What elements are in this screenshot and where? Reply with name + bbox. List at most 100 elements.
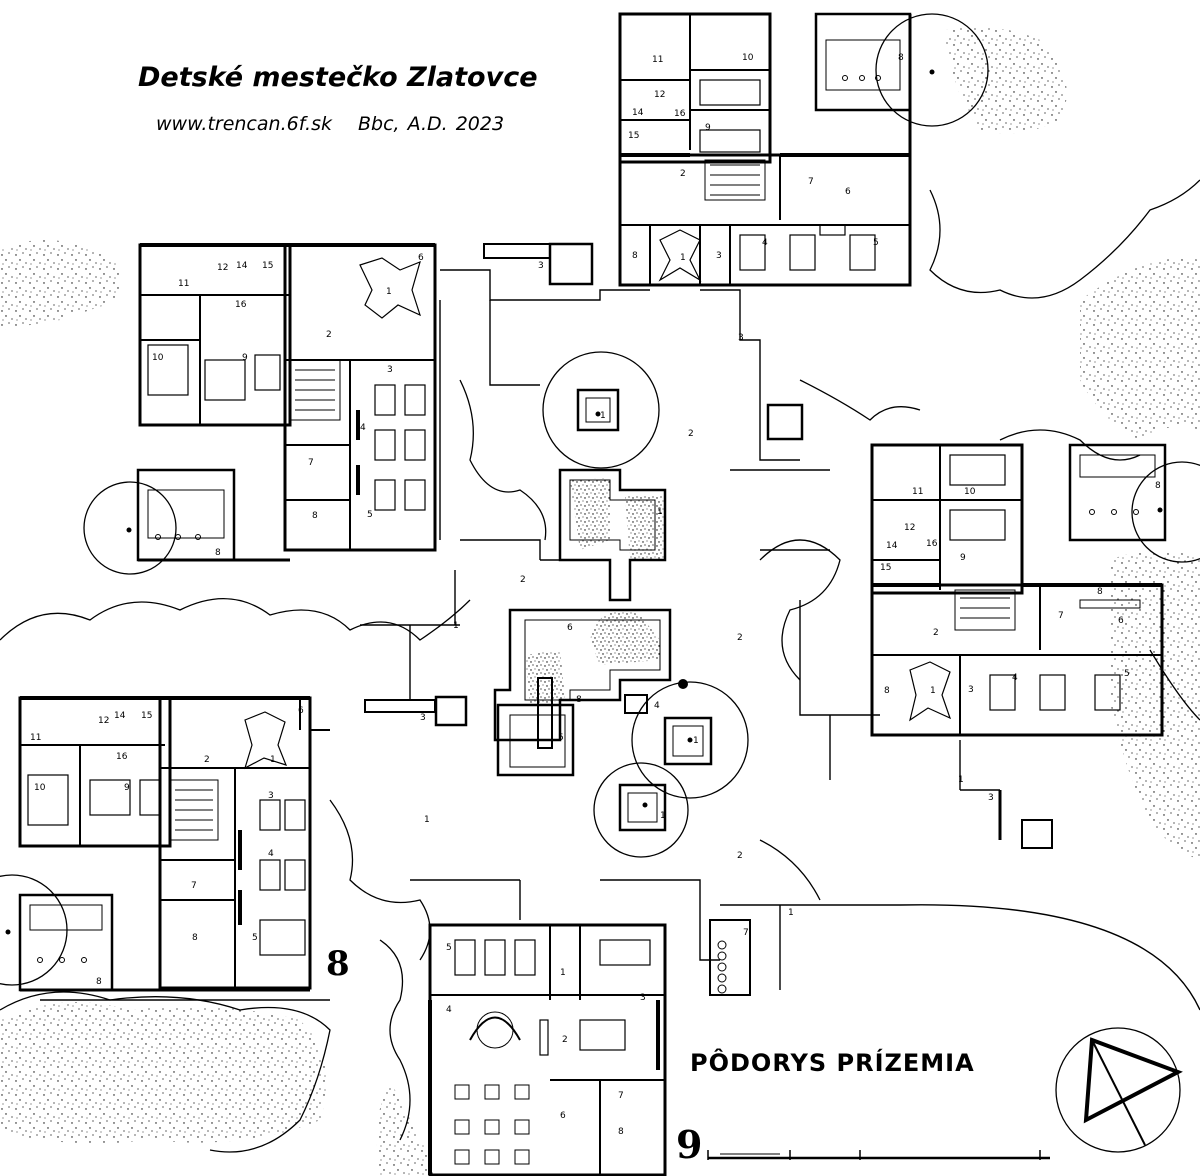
building-bottom-left [18, 696, 330, 1001]
room-number: 7 [808, 177, 814, 187]
lamp-marker [5, 929, 11, 935]
room-number: 7 [618, 1091, 624, 1101]
room-number: 16 [116, 752, 128, 762]
room-number: 3 [387, 365, 393, 375]
scale-bar-icon [707, 1150, 1050, 1160]
room-number: 8 [576, 695, 582, 705]
room-number: 8 [96, 977, 102, 987]
room-number: 3 [716, 251, 722, 261]
room-labels: 1 2 3 4 5 6 7 8 9 10 11 12 14 15 16 8 3 … [30, 53, 1161, 1137]
room-number: 2 [933, 628, 939, 638]
room-number: 2 [326, 330, 332, 340]
room-number: 4 [1012, 673, 1018, 683]
room-number: 1 [560, 968, 566, 978]
room-number: 14 [114, 711, 126, 721]
room-number: 1 [600, 411, 606, 421]
building-top-left [136, 243, 437, 562]
tree-outline [0, 179, 1200, 1153]
room-number: 8 [192, 933, 198, 943]
room-number: 3 [968, 685, 974, 695]
room-number: 15 [880, 563, 891, 573]
room-number: 16 [926, 539, 938, 549]
room-number: 2 [520, 575, 526, 585]
room-number: 7 [1058, 611, 1064, 621]
room-number: 8 [618, 1127, 624, 1137]
lamp-marker [126, 527, 132, 533]
room-number: 8 [1155, 481, 1161, 491]
room-number: 1 [657, 507, 663, 517]
room-number: 7 [191, 881, 197, 891]
room-number: 4 [446, 1005, 452, 1015]
room-number: 3 [738, 333, 744, 343]
room-number: 2 [562, 1035, 568, 1045]
room-number: 3 [988, 793, 994, 803]
room-number: 6 [298, 706, 304, 716]
room-number: 6 [567, 623, 573, 633]
room-number: 1 [660, 811, 666, 821]
room-number: 5 [446, 943, 452, 953]
room-number: 11 [30, 733, 41, 743]
room-number: 9 [124, 783, 130, 793]
room-number: 1 [930, 686, 936, 696]
room-number: 1 [270, 755, 276, 765]
room-number: 10 [964, 487, 976, 497]
room-number: 1 [453, 621, 459, 631]
landscape-stippling [0, 26, 1200, 1176]
room-number: 10 [34, 783, 46, 793]
lamp-marker [929, 69, 935, 75]
room-number: 12 [654, 90, 665, 100]
room-number: 8 [898, 53, 904, 63]
north-arrow-icon [1055, 1027, 1183, 1153]
building-top-right [618, 12, 912, 287]
room-number: 4 [268, 849, 274, 859]
room-number: 4 [762, 238, 768, 248]
room-number: 10 [742, 53, 754, 63]
room-number: 3 [420, 713, 426, 723]
planting-circles [0, 13, 1200, 986]
lamp-marker [678, 679, 688, 689]
room-number: 1 [386, 287, 392, 297]
sheet-number: 9 [676, 1122, 703, 1167]
plan-label: PÔDORYS PRÍZEMIA [690, 1049, 975, 1077]
page-title: Detské mestečko Zlatovce [138, 62, 538, 93]
room-number: 11 [912, 487, 923, 497]
room-number: 1 [680, 253, 686, 263]
room-number: 2 [688, 429, 694, 439]
room-number: 14 [886, 541, 898, 551]
room-number: 14 [632, 108, 644, 118]
room-number: 2 [737, 851, 743, 861]
building-bottom-center [428, 919, 751, 1176]
room-number: 3 [640, 993, 646, 1003]
room-number: 6 [1118, 616, 1124, 626]
room-number: 1 [693, 736, 699, 746]
room-number: 15 [141, 711, 152, 721]
room-number: 8 [215, 548, 221, 558]
room-number: 12 [217, 263, 228, 273]
room-number: 12 [904, 523, 915, 533]
room-number: 8 [1097, 587, 1103, 597]
room-number: 16 [674, 109, 686, 119]
credit-text: Bbc, A.D. 2023 [358, 113, 505, 135]
lamp-marker [1157, 507, 1163, 513]
room-number: 9 [960, 553, 966, 563]
room-number: 6 [845, 187, 851, 197]
room-number: 15 [262, 261, 273, 271]
room-number: 16 [235, 300, 247, 310]
room-number: 10 [152, 353, 164, 363]
room-number: 6 [560, 1111, 566, 1121]
room-number: 4 [654, 701, 660, 711]
room-number: 8 [312, 511, 318, 521]
room-number: 2 [680, 169, 686, 179]
room-number: 12 [98, 716, 109, 726]
room-number: 5 [558, 733, 564, 743]
room-number: 5 [252, 933, 258, 943]
room-number: 5 [873, 238, 879, 248]
central-courts [364, 242, 804, 832]
room-number: 6 [418, 253, 424, 263]
room-number: 1 [958, 775, 964, 785]
walkway-lines [360, 269, 1200, 1011]
sheet-number: 8 [326, 944, 350, 984]
room-number: 8 [884, 686, 890, 696]
room-number: 2 [204, 755, 210, 765]
